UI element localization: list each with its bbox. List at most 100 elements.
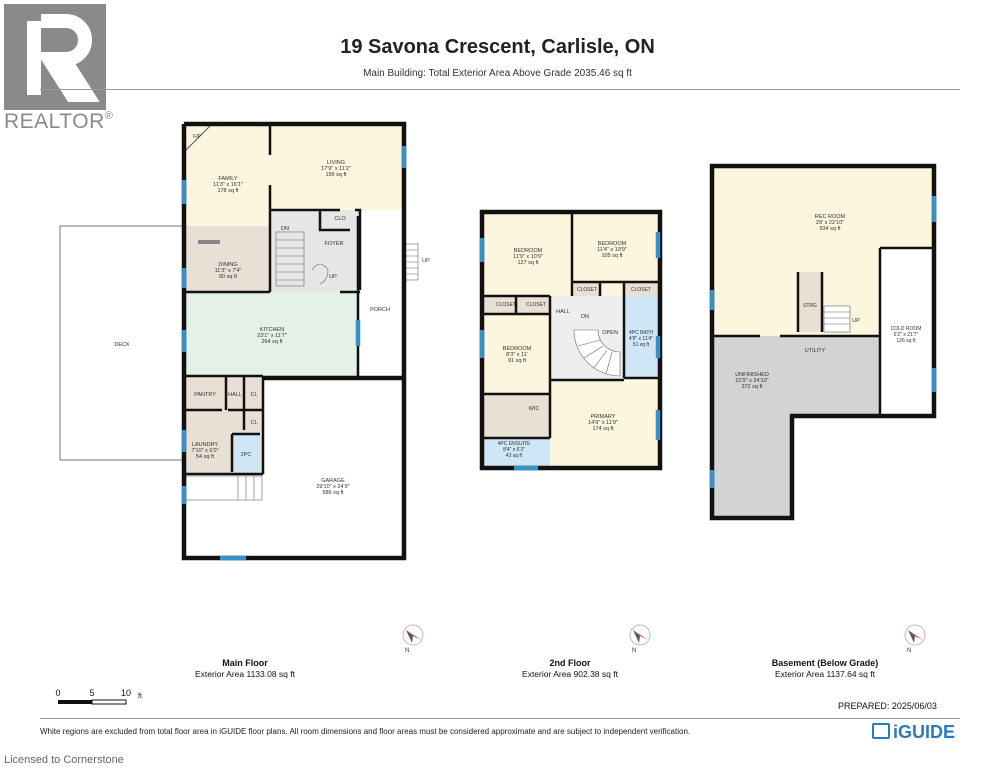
rec-area: 534 sq ft: [819, 226, 841, 232]
laundry-area: 54 sq ft: [196, 454, 215, 460]
ensuite-area: 43 sq ft: [506, 453, 523, 459]
deck-area: [59, 225, 187, 461]
living-name: LIVING: [327, 160, 345, 166]
closet-a-label: CLOSET: [496, 302, 516, 308]
strg-label: STRG: [803, 303, 817, 309]
unfinished-area: [714, 336, 880, 516]
scale-bar: 0 5 10 ft: [50, 686, 160, 708]
bedroom-3: [484, 314, 550, 394]
foyer-label: FOYER: [325, 241, 344, 247]
family-name: FAMILY: [218, 176, 237, 182]
living-dim: 17'9" x 11'2": [321, 166, 351, 172]
dining-name: DINING: [218, 262, 237, 268]
laundry-dim: 7'10" x 6'0": [191, 448, 218, 454]
wic-label: WIC: [529, 406, 540, 412]
bedroom3-area: 91 sq ft: [508, 358, 527, 364]
laundry-name: LAUNDRY: [192, 442, 219, 448]
kitchen-area: 264 sq ft: [261, 339, 283, 345]
walk-in-closet: [484, 394, 550, 438]
living-room: [270, 126, 402, 210]
dining-dim: 11'3" x 7'4": [215, 268, 242, 274]
garage-name: GARAGE: [321, 478, 345, 484]
open-label: OPEN: [602, 330, 618, 336]
unfinished-name: UNFINISHED: [735, 372, 769, 378]
primary-area: 174 sq ft: [592, 426, 614, 432]
bedroom2-name: BEDROOM: [598, 241, 627, 247]
bath4-dim: 4'8" x 11'4": [629, 336, 653, 342]
header-divider: [40, 89, 960, 90]
compass-main-icon: N: [402, 624, 424, 654]
realtor-logo: [0, 0, 118, 135]
cold-area: 126 sq ft: [896, 338, 916, 344]
bedroom1-name: BEDROOM: [514, 248, 543, 254]
garage-dim: 29'10" x 24'9": [316, 484, 349, 490]
powder-room: [232, 434, 260, 472]
bedroom1-dim: 11'9" x 10'9": [513, 254, 543, 260]
hall2-label: HALL: [556, 309, 570, 315]
rec-dim: 29' x 22'10": [816, 220, 844, 226]
fp-label: F/P: [193, 134, 201, 140]
second-floor-plan: [479, 209, 663, 471]
family-area: 178 sq ft: [217, 188, 239, 194]
svg-text:5: 5: [89, 688, 94, 698]
bath-4pc: [624, 296, 658, 378]
family-room: [186, 126, 270, 226]
2pc-label: 2PC: [241, 452, 252, 458]
dn2-label: DN: [581, 314, 589, 320]
up-label: UP: [329, 274, 337, 280]
hall-label: HALL: [228, 392, 242, 398]
clo-label: CLO: [334, 216, 346, 222]
bedroom-1: [484, 214, 572, 296]
rec-name: REC ROOM: [815, 214, 846, 220]
cold-room: [880, 248, 932, 414]
svg-text:10: 10: [121, 688, 131, 698]
ensuite-name: 4PC ENSUITE: [498, 441, 531, 447]
storage: [798, 272, 822, 332]
foyer: [270, 210, 360, 292]
unfinished-area: 372 sq ft: [741, 384, 763, 390]
porch: [358, 216, 402, 376]
iguide-logo: iGUIDE: [872, 722, 955, 743]
bedroom3-dim: 8'3" x 11': [506, 352, 528, 358]
primary-bedroom: [550, 380, 658, 468]
bath4-name: 4PC BATH: [629, 330, 653, 336]
dining-area: 80 sq ft: [219, 274, 238, 280]
pantry-label: PANTRY: [194, 392, 216, 398]
utility-label: UTILITY: [805, 348, 826, 354]
primary-dim: 14'9" x 11'9": [588, 420, 618, 426]
cl-label-1: CL: [250, 392, 257, 398]
bedroom1-area: 127 sq ft: [517, 260, 539, 266]
primary-name: PRIMARY: [591, 414, 616, 420]
svg-text:N: N: [907, 648, 911, 654]
kitchen-name: KITCHEN: [260, 327, 284, 333]
kitchen-dim: 23'1" x 11'7": [257, 333, 287, 339]
prepared-date: PREPARED: 2025/06/03: [838, 701, 937, 711]
svg-text:N: N: [405, 648, 409, 654]
bedroom2-area: 105 sq ft: [601, 253, 623, 259]
basement-plan: [709, 163, 937, 521]
ensuite: [484, 438, 550, 468]
kitchen: [186, 292, 358, 376]
garage-area: 586 sq ft: [322, 490, 344, 496]
page-title: 19 Savona Crescent, Carlisle, ON: [340, 36, 655, 58]
cold-name: COLD ROOM: [891, 326, 922, 332]
bath4-area: 51 sq ft: [633, 342, 650, 348]
disclaimer: White regions are excluded from total fl…: [40, 727, 691, 736]
living-area: 199 sq ft: [325, 172, 347, 178]
main-floor-plan: [59, 121, 419, 561]
svg-text:N: N: [632, 648, 636, 654]
unfinished-dim: 22'9" x 24'10": [735, 378, 768, 384]
basement-label: Basement (Below Grade)Exterior Area 1137…: [771, 658, 879, 679]
footer-divider: [40, 718, 960, 719]
deck-label: DECK: [114, 342, 130, 348]
cl-label-2: CL: [250, 420, 257, 426]
compass-second-icon: N: [629, 624, 651, 654]
garage: [263, 378, 403, 556]
bedroom2-dim: 11'4" x 10'9": [597, 247, 627, 253]
family-dim: 11'3" x 16'1": [213, 182, 243, 188]
ensuite-dim: 8'4" x 6'3": [503, 447, 525, 453]
compass-basement-icon: N: [904, 624, 926, 654]
